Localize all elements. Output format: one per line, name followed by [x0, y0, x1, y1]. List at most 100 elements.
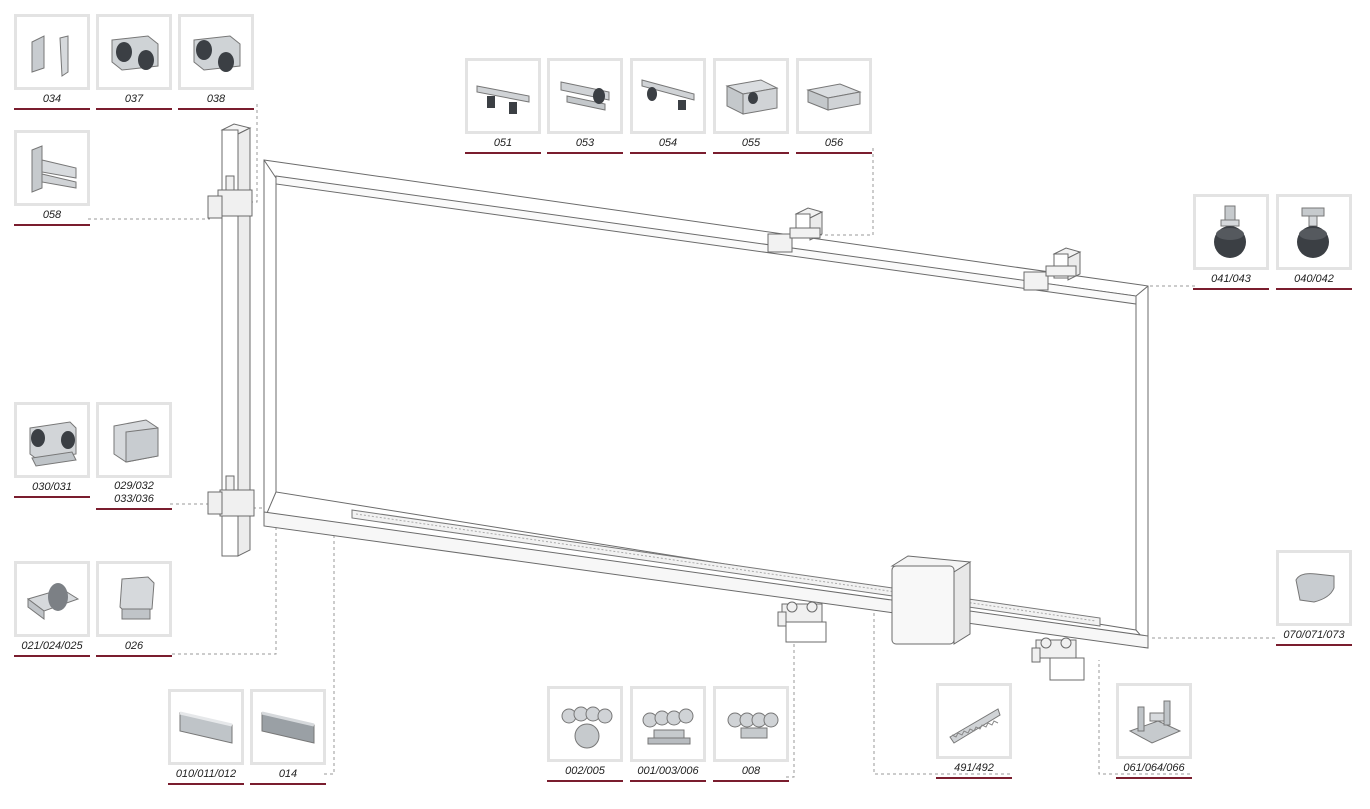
track-profile-icon [168, 689, 244, 765]
part-underline [96, 508, 172, 510]
catcher-rollers-icon [14, 402, 90, 478]
gate-frame [263, 159, 1149, 645]
part-underline [96, 655, 172, 657]
part-code: 058 [42, 209, 62, 221]
gear-rack-icon [936, 683, 1012, 759]
guide-box-icon [713, 58, 789, 134]
part-029-032-033-036: 029/032 033/036 [96, 402, 172, 510]
part-underline [630, 780, 706, 782]
part-code: 040/042 [1294, 273, 1334, 285]
part-underline [14, 108, 90, 110]
part-underline [168, 783, 244, 785]
post-bracket-top [207, 175, 253, 219]
roller-carriage-icon [630, 686, 706, 762]
part-002-005: 002/005 [547, 686, 623, 782]
guide-wheel-icon [1193, 194, 1269, 270]
part-code: 014 [278, 768, 298, 780]
part-code: 056 [824, 137, 844, 149]
part-underline [547, 780, 623, 782]
part-code: 008 [741, 765, 761, 777]
gate-post [220, 123, 252, 557]
part-code: 041/043 [1211, 273, 1251, 285]
part-underline [936, 777, 1012, 779]
part-underline [713, 152, 789, 154]
roller-carriage-icon [713, 686, 789, 762]
part-038: 038 [178, 14, 254, 110]
part-code: 053 [575, 137, 595, 149]
part-055: 055 [713, 58, 789, 154]
base-plate-icon [1116, 683, 1192, 759]
part-code: 021/024/025 [21, 640, 83, 652]
guide-wheel-icon [1276, 194, 1352, 270]
track-profile-icon [250, 689, 326, 765]
part-underline [1276, 644, 1352, 646]
part-underline [1116, 777, 1192, 779]
part-code: 026 [124, 640, 144, 652]
part-underline [14, 496, 90, 498]
wall-bracket-icon [14, 130, 90, 206]
part-underline [14, 224, 90, 226]
part-053: 053 [547, 58, 623, 154]
top-roller-rail-icon [547, 58, 623, 134]
gate-motor [890, 555, 972, 645]
part-034: 034 [14, 14, 90, 110]
part-037: 037 [96, 14, 172, 110]
end-stop-icon [1276, 550, 1352, 626]
part-058: 058 [14, 130, 90, 226]
top-guide-post-1 [767, 207, 824, 253]
top-guide-post-2 [1023, 247, 1082, 291]
part-008: 008 [713, 686, 789, 782]
bracket-plates-icon [14, 14, 90, 90]
post-bracket-bottom [207, 475, 255, 517]
part-code: 054 [658, 137, 678, 149]
guide-rollers-icon [178, 14, 254, 90]
part-code: 491/492 [954, 762, 994, 774]
part-underline [178, 108, 254, 110]
roller-carriage-icon [547, 686, 623, 762]
part-underline [1276, 288, 1352, 290]
guide-rollers-icon [96, 14, 172, 90]
part-code: 001/003/006 [637, 765, 699, 777]
part-030-031: 030/031 [14, 402, 90, 498]
roller-carriage-right [1031, 637, 1085, 681]
top-roller-rail-icon [465, 58, 541, 134]
part-code: 051 [493, 137, 513, 149]
part-underline [630, 152, 706, 154]
roller-carriage-left [777, 601, 827, 643]
part-code: 034 [42, 93, 62, 105]
part-code: 002/005 [565, 765, 605, 777]
part-061-064-066: 061/064/066 [1116, 683, 1192, 779]
part-code: 037 [124, 93, 144, 105]
part-underline [1193, 288, 1269, 290]
part-code: 030/031 [32, 481, 72, 493]
part-underline [713, 780, 789, 782]
part-code: 038 [206, 93, 226, 105]
catcher-box-icon [96, 402, 172, 478]
part-code: 070/071/073 [1283, 629, 1345, 641]
part-491-492: 491/492 [936, 683, 1012, 779]
part-056: 056 [796, 58, 872, 154]
part-001-003-006: 001/003/006 [630, 686, 706, 782]
part-010-011-012: 010/011/012 [168, 689, 244, 785]
part-underline [250, 783, 326, 785]
part-code: 055 [741, 137, 761, 149]
part-041-043: 041/043 [1193, 194, 1269, 290]
part-014: 014 [250, 689, 326, 785]
part-code: 029/032 033/036 [114, 480, 154, 505]
part-021-024-025: 021/024/025 [14, 561, 90, 657]
part-underline [547, 152, 623, 154]
part-underline [96, 108, 172, 110]
end-cap-icon [96, 561, 172, 637]
end-roller-icon [14, 561, 90, 637]
part-054: 054 [630, 58, 706, 154]
top-roller-rail-icon [630, 58, 706, 134]
guide-box-icon [796, 58, 872, 134]
top-guide-rail [275, 175, 1137, 305]
part-070-071-073: 070/071/073 [1276, 550, 1352, 646]
part-051: 051 [465, 58, 541, 154]
part-040-042: 040/042 [1276, 194, 1352, 290]
part-code: 010/011/012 [175, 768, 237, 780]
part-underline [14, 655, 90, 657]
